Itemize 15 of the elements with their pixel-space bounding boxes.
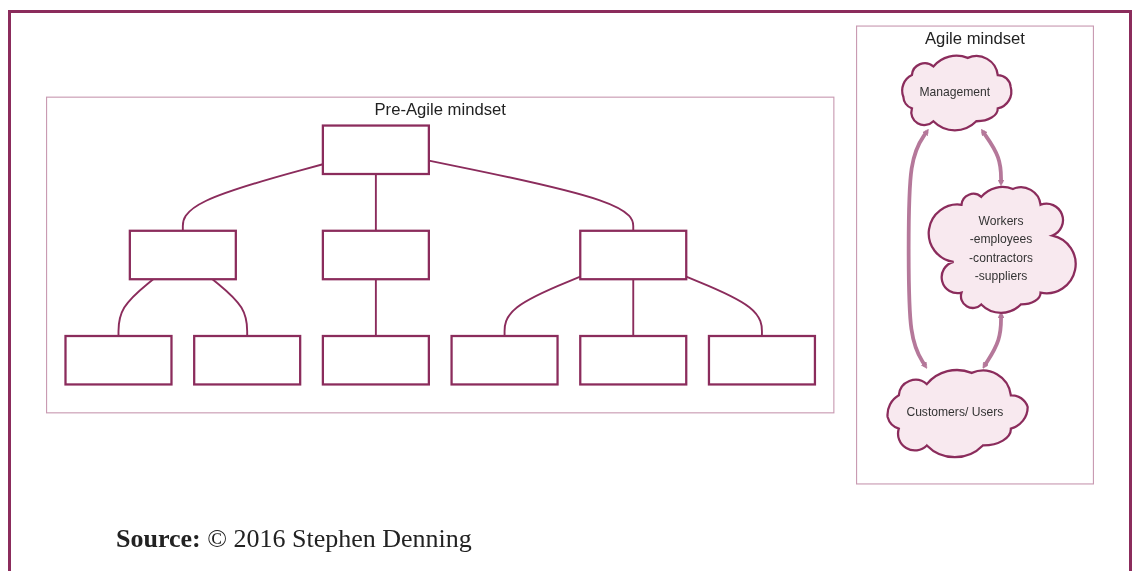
connector (685, 275, 763, 337)
node-box (321, 334, 430, 386)
caption: Source: © 2016 Stephen Denning (116, 524, 472, 554)
node-box (64, 334, 173, 386)
node-box (193, 334, 302, 386)
cluster: Pre-Agile mindset (46, 96, 835, 414)
node-box (321, 229, 430, 281)
node-box (128, 229, 237, 281)
arrow (980, 128, 1005, 187)
arrow (906, 128, 929, 369)
node-box (707, 334, 817, 386)
node-box (579, 229, 688, 281)
node-box (579, 334, 688, 386)
node-box (321, 124, 430, 176)
node-box (450, 334, 559, 386)
